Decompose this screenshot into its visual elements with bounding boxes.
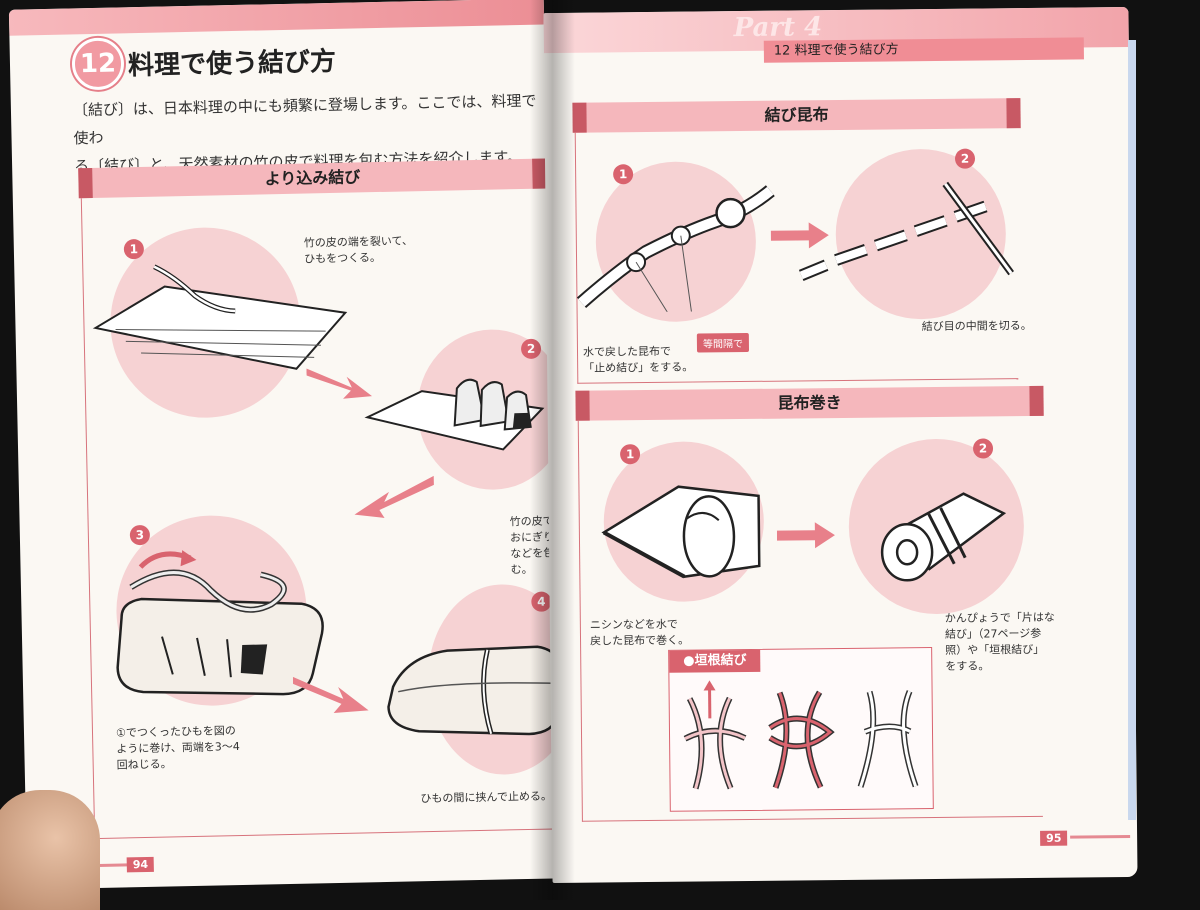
maki-step-1-caption: ニシンなどを水で 戻した昆布で巻く。 bbox=[590, 617, 689, 650]
maki-step-2-caption: かんぴょうで「片はな 結び」（27ページ参 照）や「垣根結び」 をする。 bbox=[945, 610, 1056, 675]
step-1-caption: 竹の皮の端を裂いて、 ひもをつくる。 bbox=[304, 233, 414, 267]
right-footer-rule bbox=[1070, 834, 1131, 839]
chapter-number-badge: 12 bbox=[71, 37, 125, 91]
knotted-konbu-illustration bbox=[576, 185, 775, 313]
maki-step-1-caption-line-2: 戻した昆布で巻く。 bbox=[589, 633, 690, 648]
bamboo-sheet-illustration bbox=[92, 264, 348, 370]
konbu-step-2-number: 2 bbox=[954, 148, 976, 169]
running-head: 12 料理で使う結び方 bbox=[763, 37, 1084, 63]
konbu-step-2-caption: 結び目の中間を切る。 bbox=[921, 318, 1032, 334]
interval-tag: 等間隔で bbox=[696, 332, 750, 353]
chapter-title: 料理で使う結び方 bbox=[127, 46, 337, 82]
holding-thumb bbox=[0, 790, 100, 910]
kakine-musubi-box: ●垣根結び bbox=[668, 647, 934, 812]
section-title-musubi-konbu: 結び昆布 bbox=[572, 98, 1021, 133]
intro-line-1: 〔結び〕は、日本料理の中にも頻繁に登場します。ここでは、料理で使わ bbox=[72, 91, 537, 148]
part-label: Part 4 bbox=[733, 12, 823, 44]
finished-bundle-illustration bbox=[387, 645, 563, 736]
maki-step-1-number: 1 bbox=[619, 444, 641, 465]
step-1-caption-line-2: ひもをつくる。 bbox=[303, 250, 382, 266]
konbu-step-1-caption-line-1: 水で戻した昆布で bbox=[582, 344, 672, 359]
left-page-number: 94 bbox=[126, 856, 155, 873]
step-1-caption-line-1: 竹の皮の端を裂いて、 bbox=[303, 234, 414, 250]
arrow-2-to-3-icon bbox=[354, 475, 434, 518]
arrow-maki-1-to-2-icon bbox=[776, 522, 835, 549]
maki-step-2-caption-line-2: 結び」（27ページ参 bbox=[944, 626, 1042, 641]
arrow-1-to-2-icon bbox=[306, 368, 373, 399]
cutting-konbu-illustration bbox=[798, 181, 1015, 281]
rolling-konbu-illustration bbox=[601, 485, 761, 579]
maki-step-2-caption-line-4: をする。 bbox=[945, 659, 990, 673]
step-4-caption: ひもの間に挟んで止める。 bbox=[420, 789, 553, 806]
konbu-step-1-caption: 水で戻した昆布で 「止め結び」をする。 bbox=[583, 344, 693, 377]
onigiri-wrap-illustration bbox=[364, 378, 545, 451]
arrow-konbu-1-to-2-icon bbox=[770, 222, 829, 249]
page-edge bbox=[1128, 40, 1136, 820]
left-page: 12 料理で使う結び方 〔結び〕は、日本料理の中にも頻繁に登場します。ここでは、… bbox=[8, 0, 563, 890]
right-page-number: 95 bbox=[1040, 830, 1068, 846]
step-3-caption-line-2: ように巻け、両端を3～4 bbox=[116, 740, 240, 756]
tied-konbu-roll-illustration bbox=[880, 492, 1007, 582]
maki-step-2-caption-line-1: かんぴょうで「片はな bbox=[944, 610, 1055, 625]
right-page: Part 4 12 料理で使う結び方 結び昆布 1 等間隔で 水で戻した昆布で … bbox=[543, 6, 1138, 884]
kakine-knot-steps-illustration bbox=[683, 680, 919, 790]
konbu-step-1-caption-line-2: 「止め結び」をする。 bbox=[583, 360, 694, 375]
wrapped-bundle-tying-illustration bbox=[116, 550, 324, 696]
arrow-3-to-4-icon bbox=[292, 676, 369, 714]
maki-step-1-caption-line-1: ニシンなどを水で bbox=[589, 617, 678, 632]
step-3-caption: ①でつくったひもを図の ように巻け、両端を3～4 回ねじる。 bbox=[116, 723, 240, 774]
maki-step-2-number: 2 bbox=[972, 438, 994, 459]
section-title-konbu-maki: 昆布巻き bbox=[575, 385, 1044, 421]
maki-step-2-caption-line-3: 照）や「垣根結び」 bbox=[945, 642, 1045, 657]
kakine-musubi-box-title: ●垣根結び bbox=[669, 649, 761, 673]
title-band bbox=[8, 0, 545, 36]
step-3-caption-line-3: 回ねじる。 bbox=[116, 757, 172, 772]
